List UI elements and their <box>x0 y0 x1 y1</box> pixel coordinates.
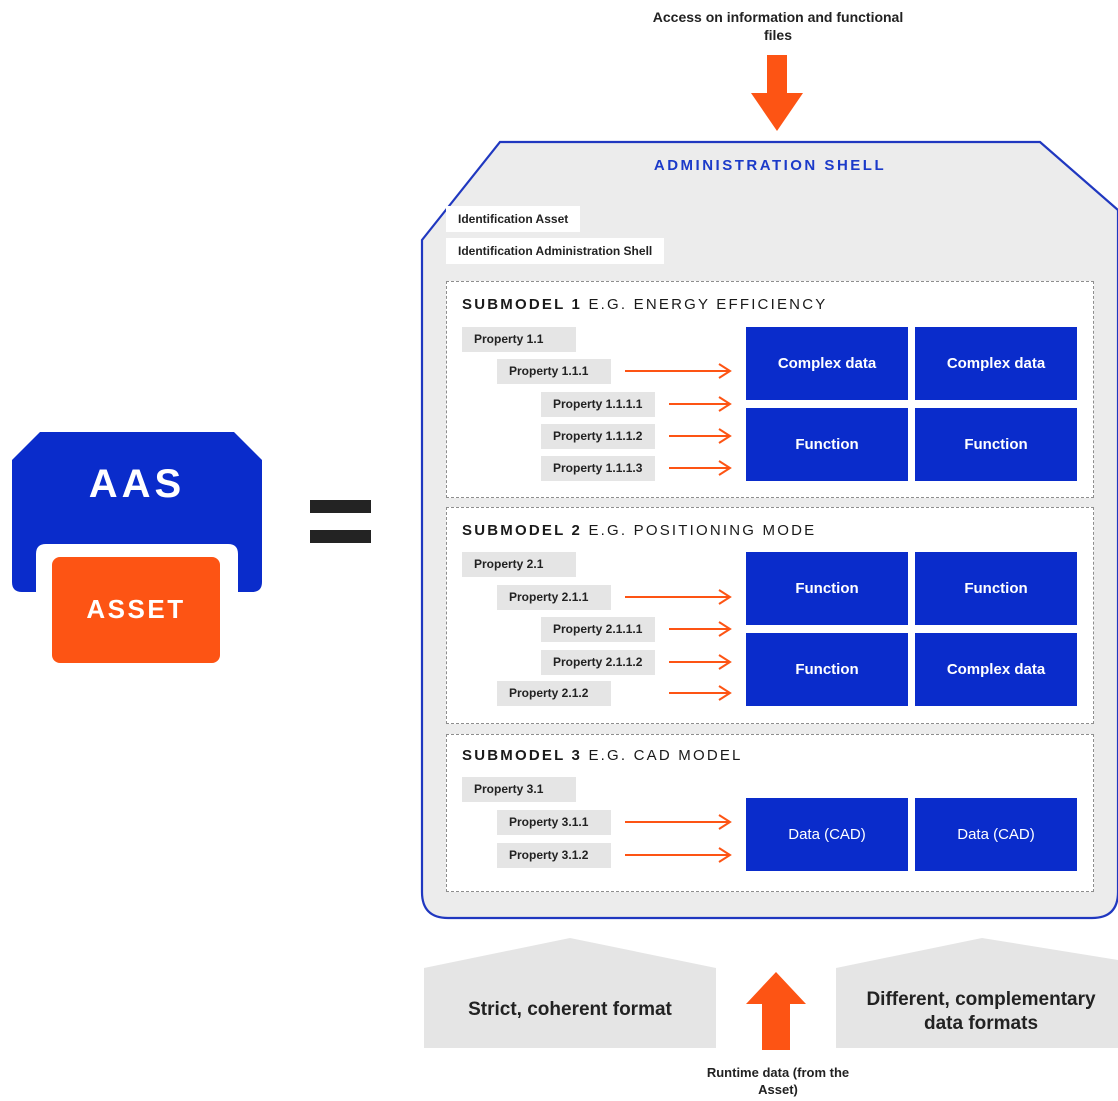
aas-label: AAS <box>88 462 186 506</box>
property-1-1-1-3: Property 1.1.1.3 <box>541 456 655 481</box>
property-2-1-1: Property 2.1.1 <box>497 585 611 610</box>
property-2-1-2: Property 2.1.2 <box>497 681 611 706</box>
submodel-1-title: SUBMODEL 1 E.G. ENERGY EFFICIENCY <box>462 296 828 313</box>
orange-right-arrow-icon <box>669 460 732 476</box>
submodel-2-box-1: Function <box>746 552 908 625</box>
orange-right-arrow-icon <box>625 847 732 863</box>
identification-administration-shell: Identification Administration Shell <box>446 238 665 264</box>
submodel-2-box-2: Function <box>915 552 1077 625</box>
aas-shell-icon <box>12 432 262 592</box>
submodel-1-box-4: Function <box>915 408 1077 481</box>
submodel-1-box-2: Complex data <box>915 327 1077 400</box>
submodel-3-box-1: Data (CAD) <box>746 798 908 871</box>
submodel-2-box-3: Function <box>746 633 908 706</box>
equals-icon <box>310 500 371 513</box>
top-caption: Access on information and functional fil… <box>652 9 904 43</box>
submodel-1-box-3: Function <box>746 408 908 481</box>
submodel-3-title: SUBMODEL 3 E.G. CAD MODEL <box>462 747 743 764</box>
property-3-1-2: Property 3.1.2 <box>497 843 611 868</box>
property-1-1-1: Property 1.1.1 <box>497 359 611 384</box>
equals-icon <box>310 530 371 543</box>
strict-format-shape <box>424 938 716 1048</box>
orange-right-arrow-icon <box>625 589 732 605</box>
shell-title: ADMINISTRATION SHELL <box>653 157 887 174</box>
property-1-1-1-1: Property 1.1.1.1 <box>541 392 655 417</box>
property-2-1: Property 2.1 <box>462 552 576 577</box>
orange-down-arrow-icon <box>751 55 803 131</box>
orange-right-arrow-icon <box>669 621 732 637</box>
property-3-1: Property 3.1 <box>462 777 576 802</box>
property-3-1-1: Property 3.1.1 <box>497 810 611 835</box>
submodel-1-box-1: Complex data <box>746 327 908 400</box>
strict-format-label: Strict, coherent format <box>468 999 672 1020</box>
orange-right-arrow-icon <box>669 685 732 701</box>
asset-label: ASSET <box>86 594 186 624</box>
property-2-1-1-1: Property 2.1.1.1 <box>541 617 655 642</box>
submodel-2-title: SUBMODEL 2 E.G. POSITIONING MODE <box>462 522 817 539</box>
orange-right-arrow-icon <box>669 396 732 412</box>
property-2-1-1-2: Property 2.1.1.2 <box>541 650 655 675</box>
orange-right-arrow-icon <box>625 363 732 379</box>
submodel-2-box-4: Complex data <box>915 633 1077 706</box>
identification-asset: Identification Asset <box>446 206 581 232</box>
runtime-data-caption: Runtime data (from the Asset) <box>706 1065 850 1097</box>
complementary-formats-label: Different, complementary data formats <box>866 989 1096 1034</box>
orange-right-arrow-icon <box>669 428 732 444</box>
orange-right-arrow-icon <box>669 654 732 670</box>
orange-right-arrow-icon <box>625 814 732 830</box>
property-1-1: Property 1.1 <box>462 327 576 352</box>
orange-up-arrow-icon <box>746 972 806 1050</box>
complementary-formats-shape <box>836 938 1118 1048</box>
property-1-1-1-2: Property 1.1.1.2 <box>541 424 655 449</box>
submodel-3-box-2: Data (CAD) <box>915 798 1077 871</box>
asset-box <box>52 557 220 663</box>
